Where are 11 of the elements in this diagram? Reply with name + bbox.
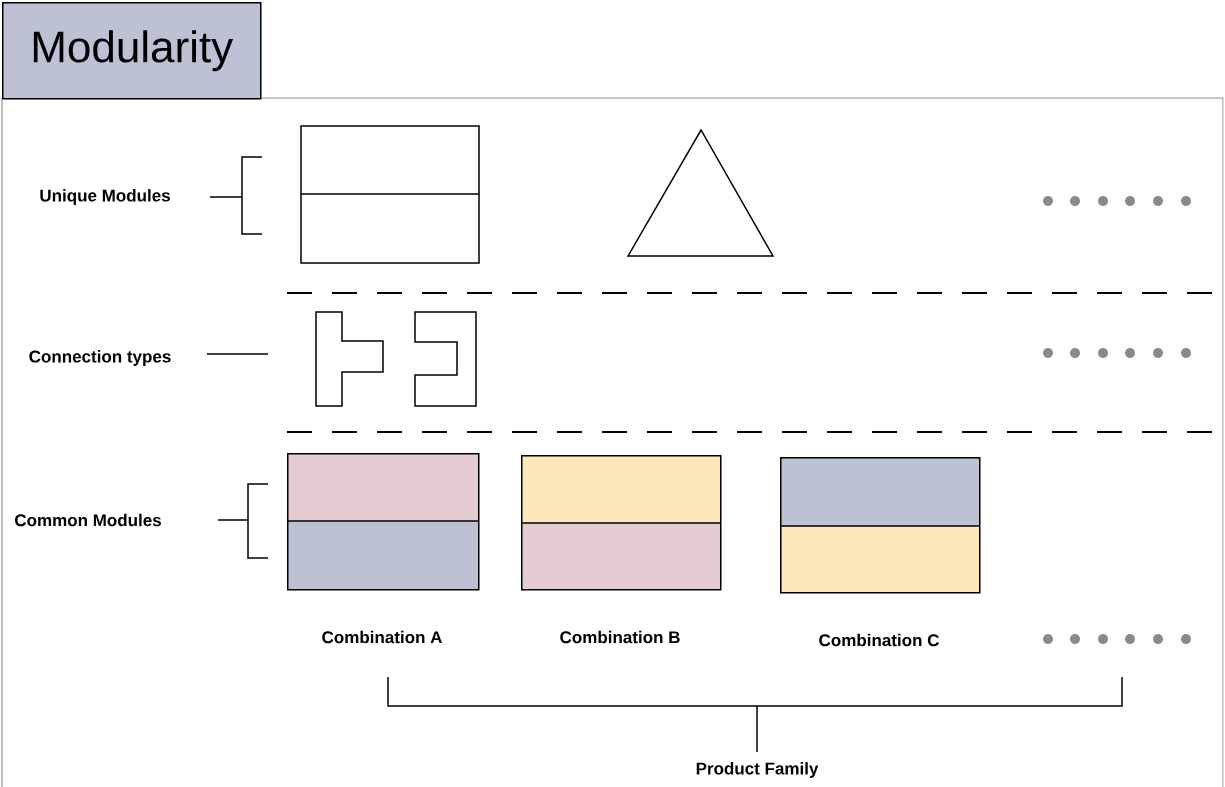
module-box [779, 457, 981, 594]
module-box [520, 455, 722, 591]
row-label: Unique Modules [40, 189, 170, 205]
row-label: Common Modules [15, 513, 161, 527]
row-label: Connection types [29, 350, 171, 366]
node-label: Combination B [560, 630, 680, 644]
node-label: Combination A [322, 630, 442, 644]
row-label: Product Family [696, 762, 819, 778]
module-box [286, 453, 480, 591]
title-box: Modularity [2, 2, 262, 100]
node-label: Combination C [819, 633, 939, 647]
